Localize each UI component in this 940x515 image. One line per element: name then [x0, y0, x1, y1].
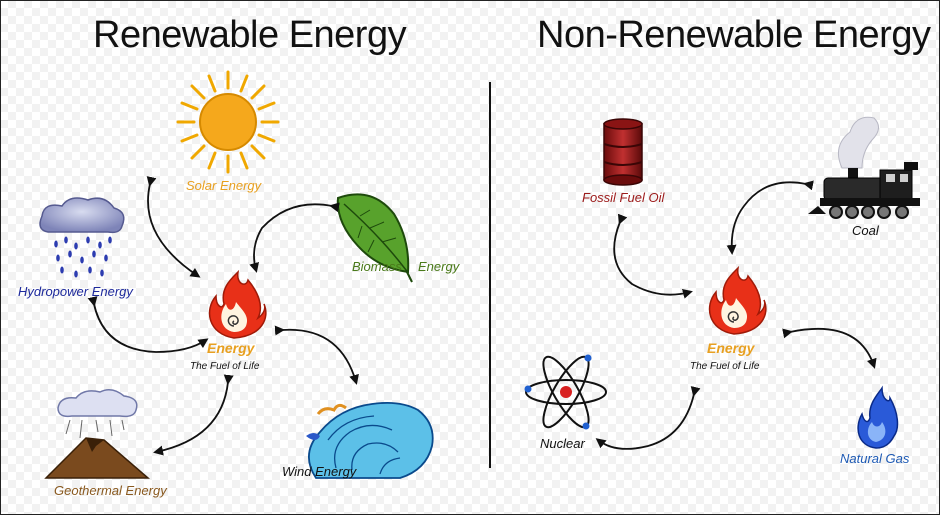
rain-cloud-icon: [39, 197, 125, 278]
energy-center-label-2: Energy: [707, 340, 755, 356]
biomass-energy-suffix-label: Energy: [418, 259, 460, 274]
non-renewable-title: Non-Renewable Energy: [537, 14, 931, 56]
leaf-icon: [336, 193, 413, 283]
geothermal-energy-label: Geothermal Energy: [54, 483, 167, 498]
arrow-geothermal-energy: [153, 374, 234, 456]
arrow-oil-energy: [613, 213, 693, 299]
arrow-wind-energy: [274, 325, 359, 385]
locomotive-icon: [808, 116, 920, 219]
arrow-solar-energy: [146, 176, 201, 278]
blue-flame-icon: [857, 385, 899, 449]
fuel-of-life-label: The Fuel of Life: [190, 361, 260, 372]
volcano-icon: [44, 389, 151, 479]
fossil-fuel-oil-label: Fossil Fuel Oil: [582, 190, 665, 205]
sun-icon: [176, 70, 280, 174]
atom-icon: [524, 354, 607, 430]
arrow-biomass-energy: [249, 202, 340, 273]
hydropower-energy-label: Hydropower Energy: [18, 284, 133, 299]
nuclear-label: Nuclear: [540, 436, 585, 451]
coal-label: Coal: [852, 223, 879, 238]
energy-center-label: Energy: [207, 340, 255, 356]
oil-barrel-icon: [603, 118, 643, 186]
arrow-hydro-energy: [87, 296, 209, 353]
arrow-nuclear-energy: [595, 386, 701, 450]
arrow-natural-gas-energy: [782, 328, 877, 369]
biomass-label: Biomass: [352, 259, 402, 274]
renewable-title: Renewable Energy: [93, 14, 407, 56]
natural-gas-label: Natural Gas: [840, 451, 910, 466]
solar-energy-label: Solar Energy: [186, 178, 262, 193]
fuel-of-life-label-2: The Fuel of Life: [690, 361, 760, 372]
flame-icon-2: [708, 265, 767, 335]
flame-icon: [208, 269, 267, 339]
wave-icon: [306, 401, 434, 479]
arrow-coal-energy: [726, 180, 814, 255]
wind-energy-label: Wind Energy: [282, 464, 357, 479]
